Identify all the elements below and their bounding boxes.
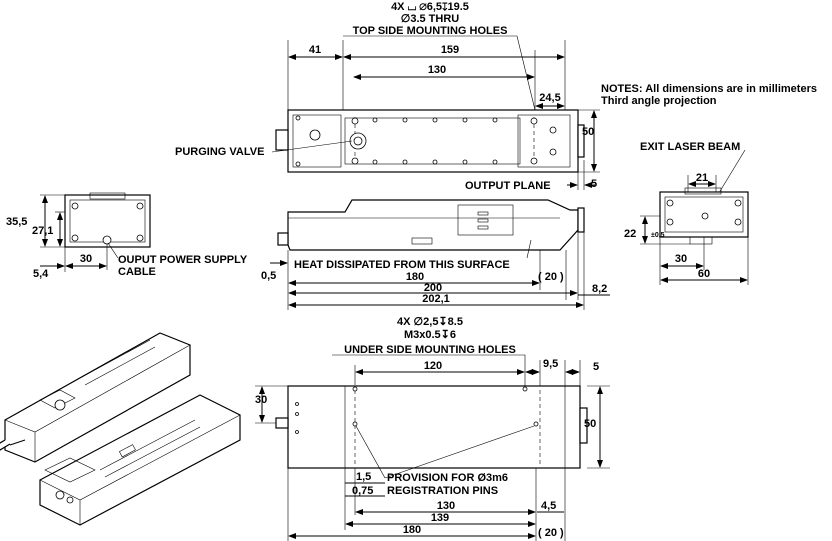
dim-bottom-20-ref: ( 20 ) [538,527,564,539]
notes-line-2: Third angle projection [601,95,717,107]
dim-bottom-130: 130 [437,500,455,512]
dim-bottom-50: 50 [584,418,596,430]
heat-surface-label: HEAT DISSIPATED FROM THIS SURFACE [294,259,510,271]
output-plane-label: OUTPUT PLANE [465,180,551,192]
dim-1-5: 1,5 [356,471,371,483]
left-end-view: 35,5 27,1 30 5,4 OUPUT POWER SUPPLY CABL… [6,192,248,280]
dim-202-1: 202,1 [422,293,450,305]
bottom-hole-spec-2: M3x0.5↧6 [404,329,456,341]
dim-22-tolerance: ±0,5 [651,232,665,239]
notes-line-1: NOTES: All dimensions are in millimeters [601,83,817,95]
cable-label-2: CABLE [118,266,156,278]
bottom-hole-title: UNDER SIDE MOUNTING HOLES [344,344,516,356]
dim-0-5: 0,5 [261,270,276,282]
dim-9-5: 9,5 [543,358,558,370]
dim-200: 200 [424,282,442,294]
dim-139: 139 [431,512,449,524]
top-hole-spec-1: 4X ⌴ ∅6,5↧19.5 [391,1,469,13]
dim-left-30: 30 [80,253,92,265]
dim-180: 180 [406,271,424,283]
exit-side-view: EXIT LASER BEAM 21 22 ±0,5 30 60 [624,141,749,285]
dim-side-30: 30 [675,253,687,265]
pins-label-1: PROVISION FOR Ø3m6 [387,472,508,484]
exit-beam-label: EXIT LASER BEAM [640,141,740,153]
notes: NOTES: All dimensions are in millimeters… [601,83,817,107]
dim-4-5: 4,5 [541,500,556,512]
front-view: 0,5 HEAT DISSIPATED FROM THIS SURFACE 18… [261,199,610,310]
dim-159: 159 [441,44,459,56]
mounting-holes [295,115,557,167]
cable-label-1: OUPUT POWER SUPPLY [118,254,248,266]
top-hole-title: TOP SIDE MOUNTING HOLES [353,25,508,37]
dim-60: 60 [698,268,710,280]
dim-22: 22 [624,228,636,240]
dim-8-2: 8,2 [592,283,607,295]
top-view: 4X ⌴ ∅6,5↧19.5 ∅3.5 THRU TOP SIDE MOUNTI… [175,1,600,192]
dim-5: 5 [591,178,597,190]
purging-valve-label: PURGING VALVE [175,146,264,158]
dim-bottom-5: 5 [593,361,599,373]
top-hole-spec-2: ∅3.5 THRU [401,13,460,25]
isometric-views [0,332,241,526]
dim-120: 120 [424,360,442,372]
dim-21: 21 [696,172,708,184]
dim-20-ref: ( 20 ) [538,271,564,283]
pins-label-2: REGISTRATION PINS [387,485,498,497]
dim-50: 50 [582,126,594,138]
bottom-view: 4X ∅2,5↧8.5 M3x0.5↧6 UNDER SIDE MOUNTING… [255,316,610,541]
dim-5-4: 5,4 [33,268,49,280]
dim-130: 130 [428,64,446,76]
dim-bottom-30: 30 [255,394,267,406]
bottom-hole-spec-1: 4X ∅2,5↧8.5 [397,316,463,328]
dim-0-75: 0,75 [352,485,373,497]
dim-27-1: 27,1 [32,225,53,237]
dim-24-5: 24,5 [539,92,560,104]
dim-41: 41 [309,44,321,56]
dim-35-5: 35,5 [6,216,27,228]
dim-bottom-180: 180 [403,524,421,536]
